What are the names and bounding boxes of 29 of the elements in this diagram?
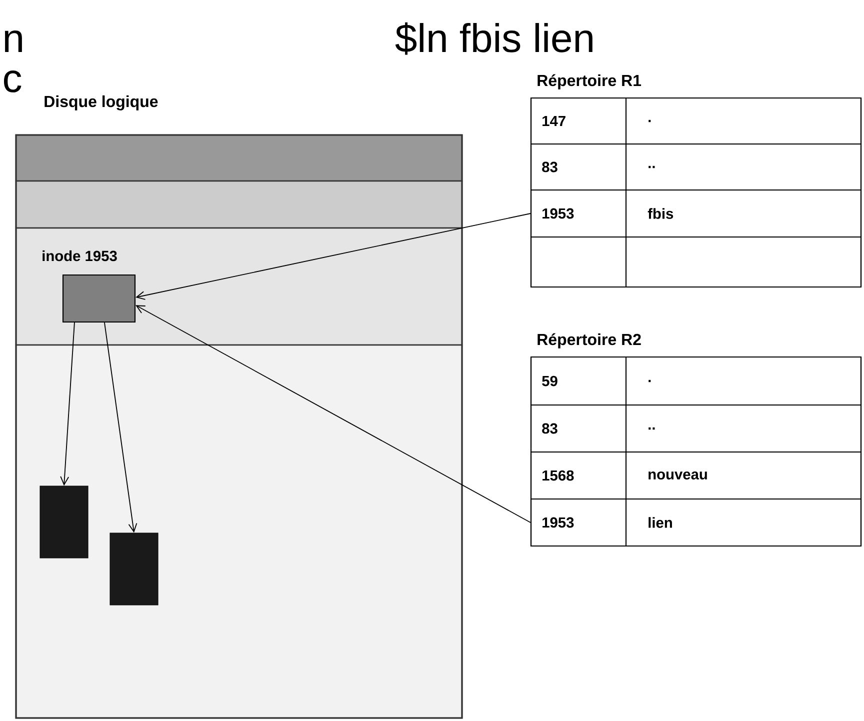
cell-text: 1953 <box>542 208 574 219</box>
cell-text: . <box>648 380 651 382</box>
node-label: Répertoire R1 <box>538 74 642 90</box>
title: $ln fbis lien <box>395 22 592 55</box>
cell-text: 83 <box>542 162 558 172</box>
cell-text: 1953 <box>542 517 574 528</box>
disk-drawing <box>15 95 463 719</box>
data-block <box>40 486 88 558</box>
cell-text: 59 <box>542 376 558 386</box>
inode-box: inode 1953 <box>42 250 136 323</box>
cell-text: nouveau <box>648 471 707 480</box>
cell-text: .. <box>648 427 655 430</box>
label: c <box>4 70 22 92</box>
cell-text: lien <box>648 517 672 528</box>
arrow <box>136 213 531 300</box>
node-label: inode 1953 <box>42 250 117 262</box>
arrow <box>136 305 531 523</box>
cell-text: 147 <box>542 116 566 126</box>
heading: Disque logique <box>44 95 158 110</box>
label: n <box>4 30 22 52</box>
cell-text: 1568 <box>542 470 574 481</box>
arrow <box>60 322 75 486</box>
data-block <box>110 532 158 606</box>
cell-text: fbis <box>648 208 674 219</box>
arrow <box>104 322 138 533</box>
cell-text: .. <box>648 166 655 168</box>
node-label: Répertoire R2 <box>538 333 641 348</box>
cell-text: . <box>648 120 651 122</box>
cell-text: 83 <box>542 423 558 434</box>
